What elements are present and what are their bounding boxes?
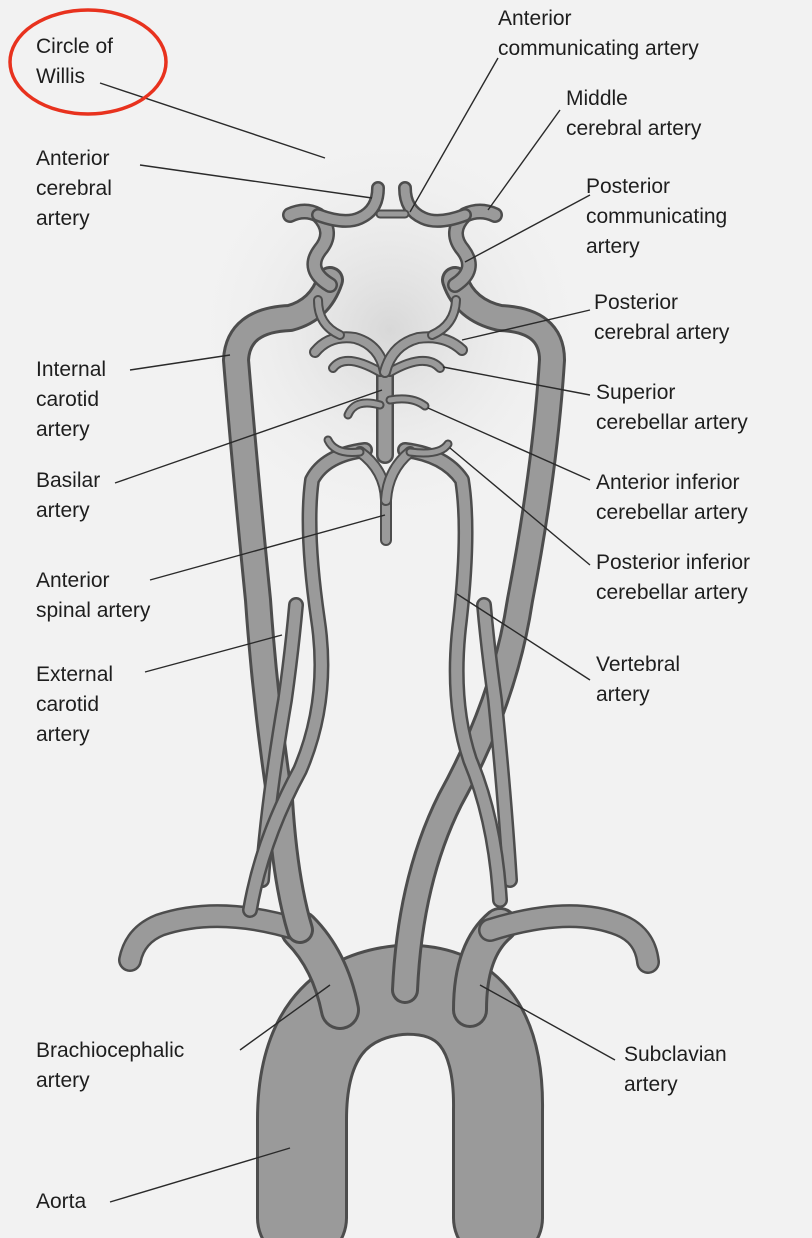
label-circle-of-willis: Circle of Willis [36, 32, 113, 92]
label-brachiocephalic-artery: Brachiocephalic artery [36, 1036, 184, 1096]
label-subclavian-artery: Subclavian artery [624, 1040, 727, 1100]
label-middle-cerebral-artery: Middle cerebral artery [566, 84, 701, 144]
label-vertebral-artery: Vertebral artery [596, 650, 680, 710]
label-internal-carotid-artery: Internal carotid artery [36, 355, 106, 445]
label-posterior-inferior-cerebellar-artery: Posterior inferior cerebellar artery [596, 548, 750, 608]
label-posterior-cerebral-artery: Posterior cerebral artery [594, 288, 729, 348]
label-basilar-artery: Basilar artery [36, 466, 100, 526]
label-aorta: Aorta [36, 1187, 86, 1217]
label-anterior-cerebral-artery: Anterior cerebral artery [36, 144, 112, 234]
label-anterior-spinal-artery: Anterior spinal artery [36, 566, 150, 626]
right-subclavian-vessel [130, 916, 300, 960]
label-superior-cerebellar-artery: Superior cerebellar artery [596, 378, 748, 438]
label-anterior-inferior-cerebellar-artery: Anterior inferior cerebellar artery [596, 468, 748, 528]
label-anterior-communicating-artery: Anterior communicating artery [498, 4, 699, 64]
label-external-carotid-artery: External carotid artery [36, 660, 113, 750]
label-posterior-communicating-artery: Posterior communicating artery [586, 172, 727, 262]
